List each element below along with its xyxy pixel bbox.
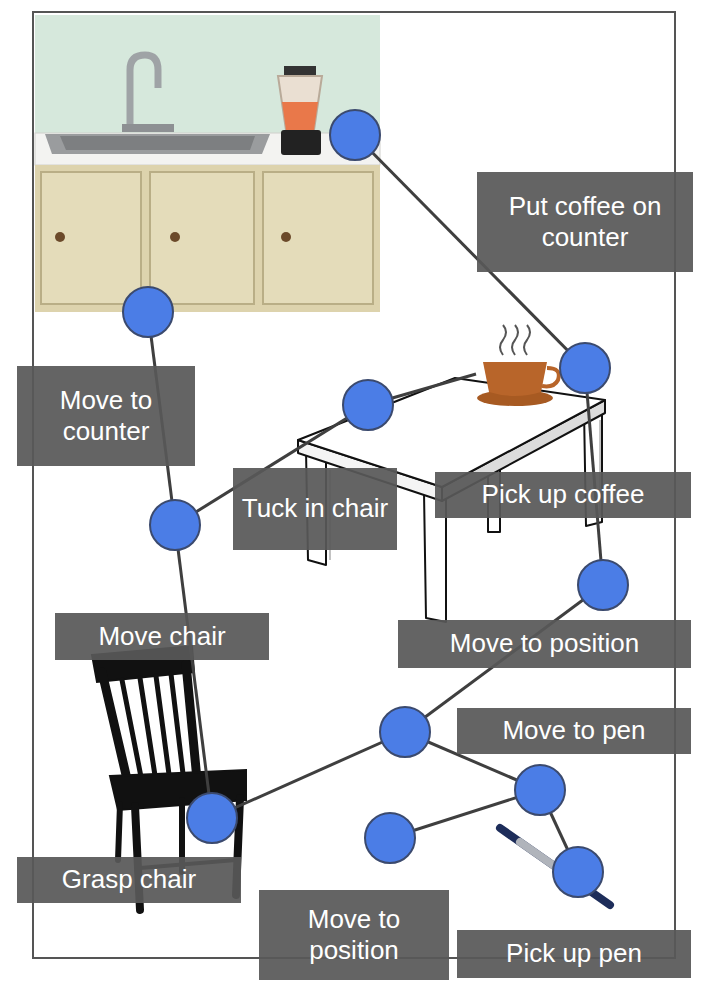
step-text: Grasp chair xyxy=(62,864,196,895)
step-label: Move to counter xyxy=(17,366,195,466)
step-label: Pick up coffee xyxy=(435,472,691,518)
step-text: Pick up coffee xyxy=(482,479,645,510)
frame xyxy=(33,12,675,958)
step-text: Move to counter xyxy=(25,385,187,447)
step-text: Move chair xyxy=(98,621,225,652)
step-text: Move to position xyxy=(450,628,639,659)
step-label: Grasp chair xyxy=(17,857,241,903)
step-text: Move to pen xyxy=(502,715,645,746)
step-label: Move chair xyxy=(55,613,269,660)
kitchen-counter xyxy=(35,15,380,312)
step-text: Move to position xyxy=(267,904,441,966)
step-label: Move to position xyxy=(398,620,691,668)
step-text: Put coffee on counter xyxy=(485,191,685,253)
step-label: Pick up pen xyxy=(457,930,691,978)
step-label: Move to pen xyxy=(457,708,691,754)
coffee-cup xyxy=(477,325,559,406)
pen xyxy=(500,828,610,905)
step-text: Tuck in chair xyxy=(242,493,388,524)
step-label: Put coffee on counter xyxy=(477,172,693,272)
blender xyxy=(278,66,322,155)
step-text: Pick up pen xyxy=(506,938,642,969)
step-label: Move to position xyxy=(259,890,449,980)
step-label: Tuck in chair xyxy=(233,468,397,550)
